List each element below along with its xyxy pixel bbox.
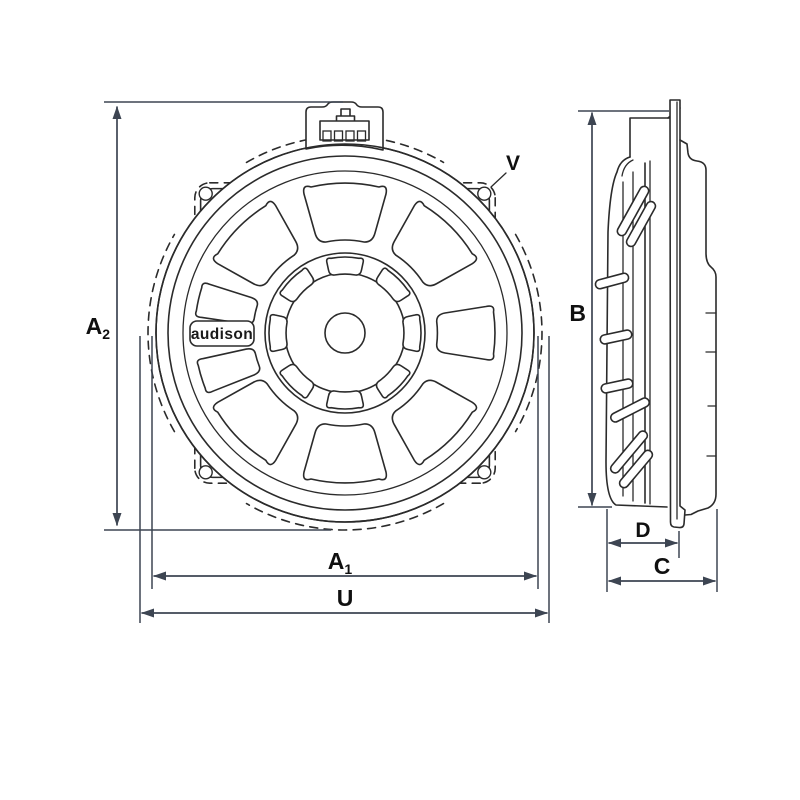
cone-edge — [182, 170, 508, 496]
center-hole — [324, 312, 366, 354]
mounting-flange — [669, 99, 686, 529]
connector-tab — [305, 101, 384, 151]
connector-pins — [322, 130, 367, 142]
front-view: audison — [147, 101, 543, 531]
hub — [264, 252, 426, 414]
front-profile-contour — [679, 139, 717, 516]
side-view — [594, 99, 717, 529]
basket-ribs — [594, 185, 657, 489]
badge-text: audison — [191, 326, 253, 343]
v-leader-line — [490, 172, 507, 188]
dim-label-a1: A1 — [328, 548, 353, 577]
dim-label-c: C — [654, 553, 671, 579]
audison-badge: audison — [189, 320, 255, 347]
dim-label-d: D — [635, 519, 650, 542]
dim-label-u: U — [337, 585, 354, 611]
connector-housing — [319, 120, 370, 141]
dimension-annotations: A2 A1 U B D C V — [86, 101, 718, 623]
frame-rim-line — [155, 143, 535, 523]
dim-label-v: V — [506, 152, 520, 175]
frame-inner-rim — [167, 155, 523, 511]
ear-screw-holes — [198, 186, 492, 480]
dim-label-b: B — [569, 300, 586, 326]
dim-label-a2: A2 — [86, 313, 111, 342]
